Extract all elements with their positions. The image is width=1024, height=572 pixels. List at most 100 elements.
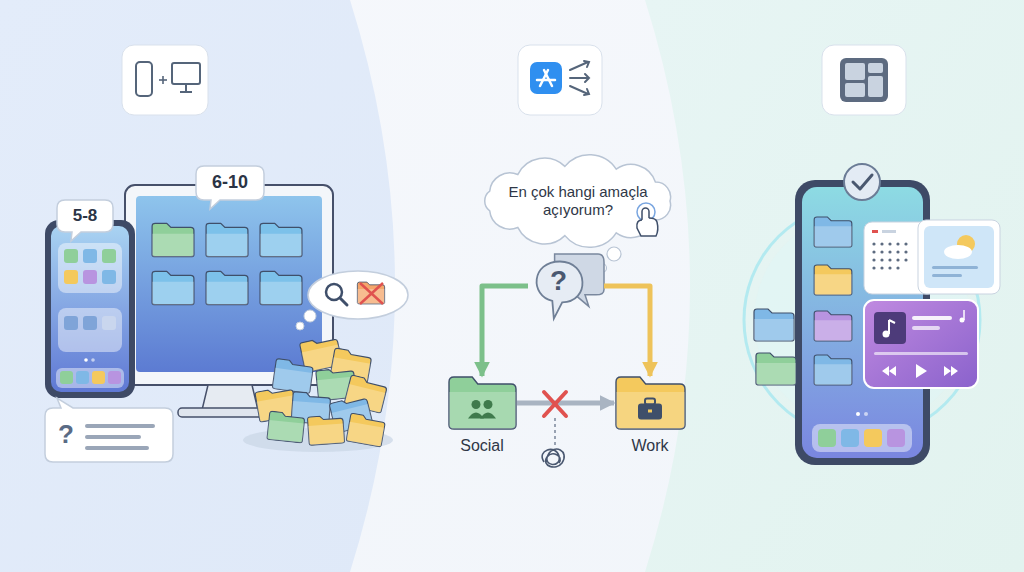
node-text: 6-10	[196, 166, 264, 200]
briefcase-symbol	[638, 403, 662, 419]
appstore-icon	[570, 74, 589, 82]
music-widget	[874, 312, 906, 344]
phone-cluttered	[102, 316, 116, 330]
calendar-widget	[880, 258, 883, 261]
device-icon	[180, 91, 192, 93]
calendar-widget	[880, 266, 883, 269]
phone-cluttered	[58, 243, 122, 293]
phone-cluttered	[64, 249, 78, 263]
tangle-symbol	[542, 418, 564, 467]
phone-organized	[844, 164, 880, 200]
bubble-shape	[196, 166, 264, 209]
widget-icon	[868, 76, 883, 97]
category-folder-outline	[614, 376, 686, 430]
text-line-symbol	[85, 446, 149, 450]
phone-organized	[814, 355, 852, 385]
tap-cursor	[642, 208, 649, 226]
node-text: En çok hangi amaçla açıyorum?	[496, 158, 660, 244]
calendar-widget	[872, 258, 875, 261]
category-folder-outline	[447, 376, 517, 430]
phone-cluttered	[102, 270, 116, 284]
phone-cluttered	[83, 270, 97, 284]
count-bubble: 6-10	[196, 166, 264, 200]
folder-shape	[616, 377, 685, 429]
desktop-monitor	[260, 223, 302, 256]
calendar-widget	[872, 242, 907, 269]
device-icon	[136, 62, 152, 96]
search-thought	[304, 310, 316, 322]
desktop-monitor	[202, 385, 258, 410]
tap-cursor	[637, 218, 658, 236]
calendar-widget	[904, 250, 907, 253]
phone-cluttered	[60, 371, 73, 384]
tap-cursor	[637, 203, 658, 236]
phone-organized	[853, 175, 872, 189]
appstore-icon	[518, 45, 602, 115]
phone-organized	[744, 164, 980, 465]
device-icon	[172, 63, 200, 84]
phone-cluttered	[108, 371, 121, 384]
weather-widget	[932, 266, 978, 269]
calendar-widget	[872, 230, 878, 233]
appstore-icon	[570, 61, 589, 70]
phone-cluttered	[84, 358, 88, 362]
phone-cluttered	[83, 249, 97, 263]
briefcase-symbol	[638, 398, 662, 419]
calendar-widget	[888, 266, 891, 269]
folder-pile	[346, 413, 386, 447]
appstore-icon	[570, 86, 589, 95]
device-icon	[122, 45, 208, 115]
background	[645, 0, 1024, 572]
phone-cluttered	[51, 226, 129, 392]
tangle-symbol	[554, 418, 556, 448]
music-widget	[963, 310, 965, 320]
music-widget	[944, 366, 958, 376]
blocked-cross	[544, 392, 566, 416]
widget-icon	[822, 45, 906, 115]
node-text: 5-8	[57, 200, 113, 232]
flow-arrow	[517, 401, 614, 406]
phone-cluttered	[76, 371, 89, 384]
desktop-monitor	[125, 185, 333, 417]
calendar-widget	[896, 250, 899, 253]
flow-arrow	[604, 286, 650, 376]
calendar-widget	[888, 242, 891, 245]
phone-cluttered	[64, 316, 78, 330]
phone-organized	[818, 429, 836, 447]
phone-organized	[814, 265, 852, 295]
desktop-monitor	[152, 271, 194, 304]
widget-icon	[845, 83, 865, 97]
phone-organized	[756, 353, 796, 385]
text-line-symbol	[85, 435, 141, 439]
music-widget	[882, 366, 896, 376]
calendar-widget	[880, 242, 883, 245]
music-widget	[874, 352, 968, 355]
people-symbol	[480, 412, 496, 418]
device-icon	[122, 45, 208, 115]
briefcase-symbol	[648, 409, 652, 412]
music-widget	[864, 300, 978, 388]
phone-organized	[814, 311, 852, 341]
folder-shape	[449, 377, 516, 429]
calendar-widget	[888, 258, 891, 261]
tangle-symbol	[542, 449, 564, 467]
appstore-icon	[530, 62, 562, 94]
phone-organized	[864, 429, 882, 447]
cloud-dot	[607, 247, 621, 261]
node-text: Social	[417, 436, 547, 455]
search-thought	[357, 282, 384, 304]
blocked-cross	[544, 392, 566, 416]
tap-cursor	[637, 203, 655, 221]
desktop-monitor	[152, 223, 194, 256]
appstore-icon	[518, 45, 602, 115]
phone-organized	[887, 429, 905, 447]
music-widget	[912, 316, 952, 320]
node-text: ?	[53, 408, 79, 462]
search-thought	[360, 283, 383, 304]
calendar-widget	[872, 250, 875, 253]
calendar-widget	[880, 250, 883, 253]
music-widget	[889, 320, 895, 323]
